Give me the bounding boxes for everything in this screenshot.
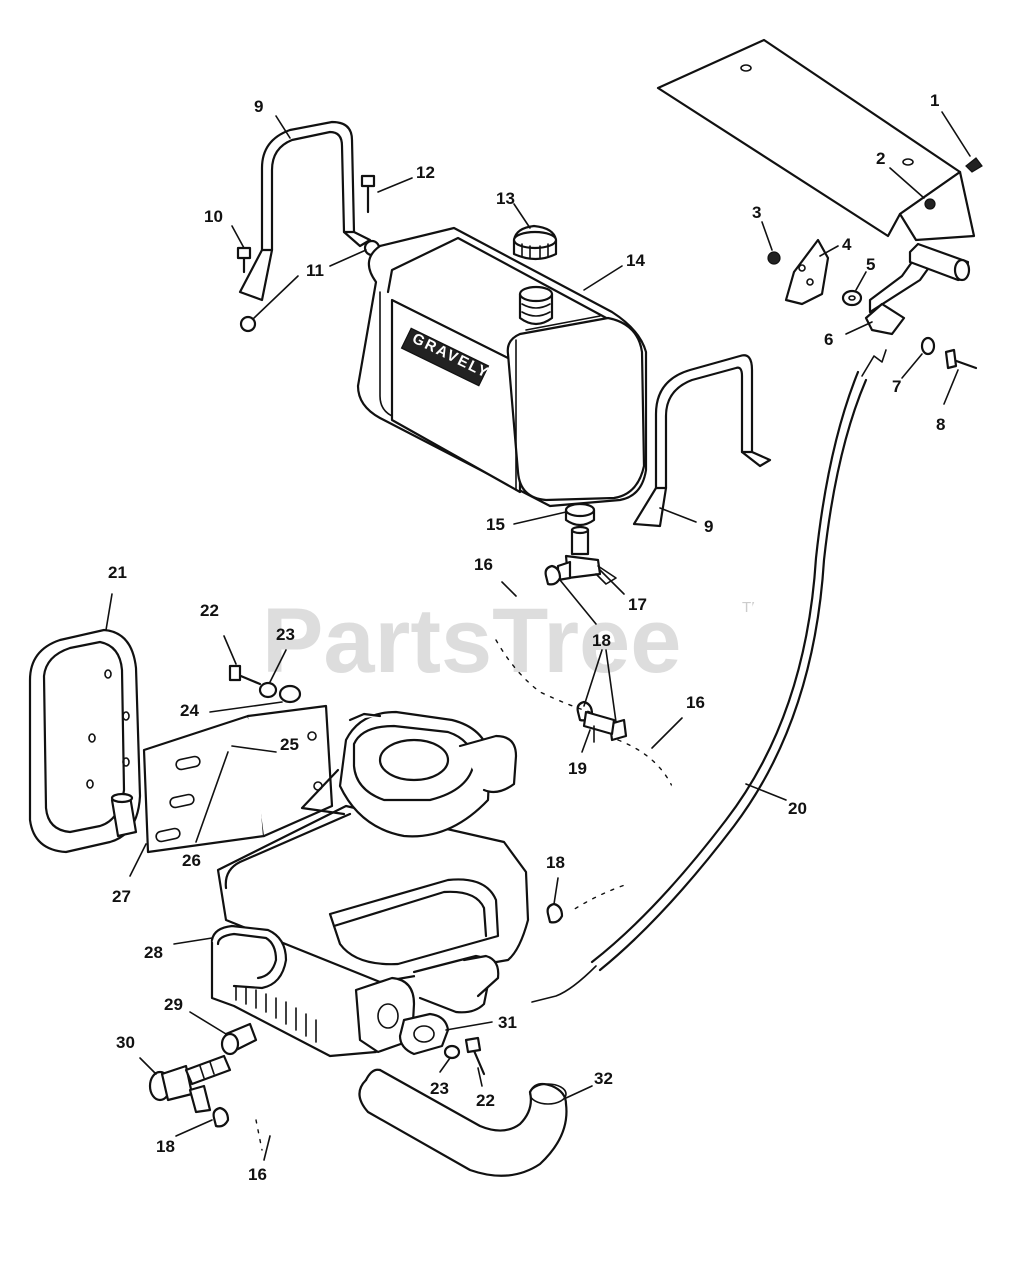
callout-22-upper: 22 (200, 601, 219, 620)
callout-15: 15 (486, 515, 505, 534)
nut-3[interactable] (767, 251, 781, 265)
callout-13: 13 (496, 189, 515, 208)
fuel-filter-19[interactable] (582, 710, 616, 743)
callout-11: 11 (306, 261, 324, 280)
washer-7[interactable] (920, 336, 936, 356)
muffler-21[interactable] (28, 628, 142, 854)
control-panel-plate[interactable] (656, 38, 976, 242)
callout-16-top: 16 (474, 555, 493, 574)
washer-5[interactable] (841, 289, 863, 307)
fuel-tank-14[interactable]: GRAVELY (356, 226, 648, 508)
screw-1[interactable] (965, 157, 983, 173)
callout-28: 28 (144, 943, 163, 962)
callout-18-upper: 18 (592, 631, 611, 650)
tank-strap-9-upper[interactable] (238, 120, 372, 302)
callout-12: 12 (416, 163, 435, 182)
callout-22-lower: 22 (476, 1091, 495, 1110)
callout-labels: 1 2 3 4 5 6 7 8 9 9 10 11 12 13 14 15 16… (108, 91, 945, 1184)
bolt-10[interactable] (236, 246, 252, 274)
callout-19: 19 (568, 759, 587, 778)
fuel-cap-13[interactable] (512, 224, 558, 261)
fitting-29[interactable] (220, 1022, 258, 1056)
callout-9-upper: 9 (254, 97, 263, 116)
nut-2[interactable] (924, 198, 936, 210)
leader-lines (105, 111, 971, 1161)
callout-2: 2 (876, 149, 885, 168)
washer-23[interactable] (258, 681, 461, 1060)
callout-6: 6 (824, 330, 833, 349)
callout-27: 27 (112, 887, 131, 906)
fuel-line-16[interactable] (255, 639, 681, 1151)
grommet-15[interactable] (564, 502, 596, 527)
muffler-bracket-27[interactable] (142, 704, 334, 854)
callout-31: 31 (498, 1013, 517, 1032)
callout-32: 32 (594, 1069, 613, 1088)
callout-10: 10 (204, 207, 223, 226)
throttle-cable-20[interactable] (531, 349, 887, 1003)
callout-26: 26 (182, 851, 201, 870)
callout-1: 1 (930, 91, 939, 110)
callout-14: 14 (626, 251, 645, 270)
callout-24: 24 (180, 701, 199, 720)
hose-clamp-18[interactable] (212, 564, 628, 1128)
callout-18-lower: 18 (156, 1137, 175, 1156)
callout-16-bottom: 16 (248, 1165, 267, 1184)
bolt-12[interactable] (360, 174, 376, 214)
bolt-22[interactable] (228, 664, 486, 1076)
callout-5: 5 (866, 255, 875, 274)
callout-7: 7 (892, 377, 901, 396)
throttle-lever-6[interactable] (864, 242, 971, 336)
callout-23-upper: 23 (276, 625, 295, 644)
bolt-8[interactable] (944, 348, 978, 370)
shutoff-valve-17[interactable] (556, 525, 617, 585)
callout-25: 25 (280, 735, 299, 754)
callout-18-middle: 18 (546, 853, 565, 872)
callout-3: 3 (752, 203, 761, 222)
callout-23-lower: 23 (430, 1079, 449, 1098)
callout-30: 30 (116, 1033, 135, 1052)
exhaust-gasket-31[interactable] (398, 1012, 450, 1056)
callout-16-middle: 16 (686, 693, 705, 712)
exhaust-pipe-32[interactable] (358, 1068, 568, 1177)
callout-8: 8 (936, 415, 945, 434)
fuel-fitting-30[interactable] (148, 1054, 232, 1114)
callout-21: 21 (108, 563, 127, 582)
callout-29: 29 (164, 995, 183, 1014)
callout-17: 17 (628, 595, 647, 614)
callout-9-lower: 9 (704, 517, 713, 536)
callout-4: 4 (842, 235, 852, 254)
partstree-watermark: PartsTree (262, 590, 681, 692)
lever-bracket-4[interactable] (784, 238, 830, 306)
callout-20: 20 (788, 799, 807, 818)
tank-strap-9-lower[interactable] (632, 354, 772, 528)
